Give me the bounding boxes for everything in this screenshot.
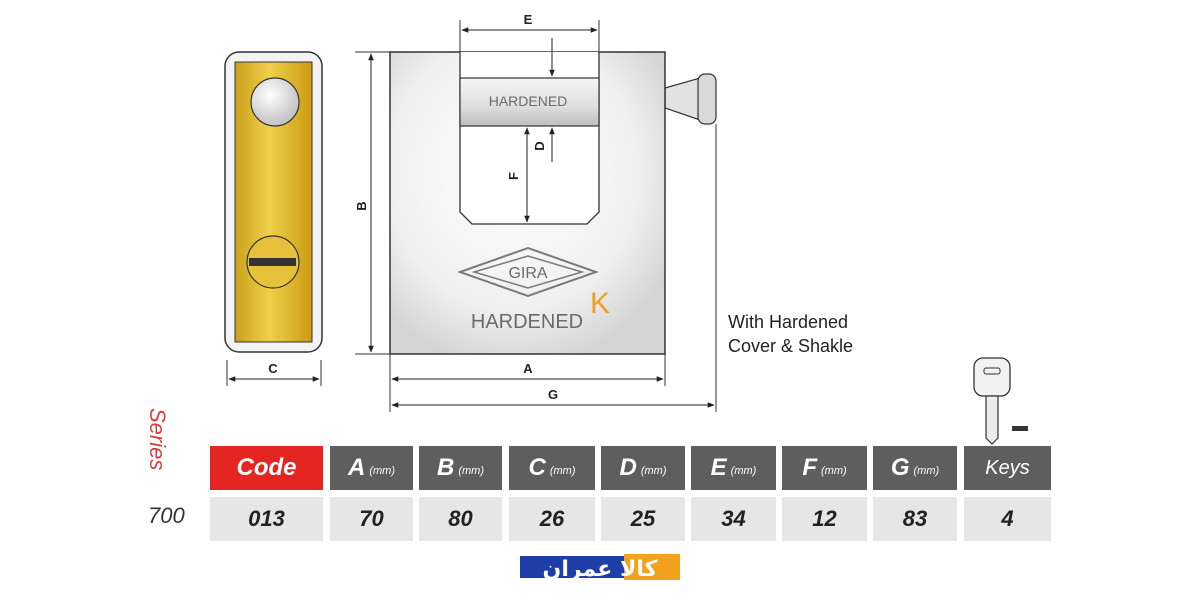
brand-logo-mark: کالا عمران bbox=[520, 554, 680, 582]
value-b: 80 bbox=[419, 497, 502, 541]
dim-label-g: G bbox=[548, 387, 558, 402]
header-keys: Keys bbox=[964, 446, 1051, 490]
value-g: 83 bbox=[873, 497, 957, 541]
value-d: 25 bbox=[601, 497, 685, 541]
header-g: G(mm) bbox=[873, 446, 957, 490]
value-a: 70 bbox=[330, 497, 413, 541]
header-a: A(mm) bbox=[330, 446, 413, 490]
hardened-shackle bbox=[459, 77, 600, 127]
shackle-stamp: HARDENED bbox=[489, 93, 568, 109]
dim-label-a: A bbox=[523, 361, 533, 376]
svg-text:کالا عمران: کالا عمران bbox=[543, 557, 658, 582]
svg-text:GIRA: GIRA bbox=[508, 265, 547, 282]
value-e: 34 bbox=[691, 497, 776, 541]
dim-label-d: D bbox=[532, 141, 547, 150]
value-f: 12 bbox=[782, 497, 867, 541]
k-mark: K bbox=[590, 287, 610, 320]
header-b: B(mm) bbox=[419, 446, 502, 490]
value-c: 26 bbox=[509, 497, 595, 541]
dim-label-e: E bbox=[524, 12, 533, 27]
dim-label-c: C bbox=[268, 361, 278, 376]
shackle-hole bbox=[250, 77, 300, 127]
side-view: C bbox=[224, 51, 323, 386]
feature-note: With Hardened Cover & Shakle bbox=[728, 312, 854, 356]
value-keys: 4 bbox=[964, 497, 1051, 541]
dim-label-f: F bbox=[506, 172, 521, 180]
header-f: F(mm) bbox=[782, 446, 867, 490]
gira-logo: GIRA bbox=[456, 246, 600, 298]
front-view: HARDENED E D F GIRA HARDENED K B A bbox=[354, 12, 717, 412]
dim-label-b: B bbox=[354, 201, 369, 210]
series-number: 700 bbox=[148, 503, 185, 528]
value-code: 013 bbox=[210, 497, 323, 541]
brand-logo: کالا عمران bbox=[520, 548, 680, 584]
body-stamp: HARDENED bbox=[471, 311, 583, 333]
series-label: Series bbox=[145, 408, 170, 471]
header-c: C(mm) bbox=[509, 446, 595, 490]
key-icon bbox=[973, 357, 1028, 445]
header-d: D(mm) bbox=[601, 446, 685, 490]
header-code: Code bbox=[210, 446, 323, 490]
header-e: E(mm) bbox=[691, 446, 776, 490]
